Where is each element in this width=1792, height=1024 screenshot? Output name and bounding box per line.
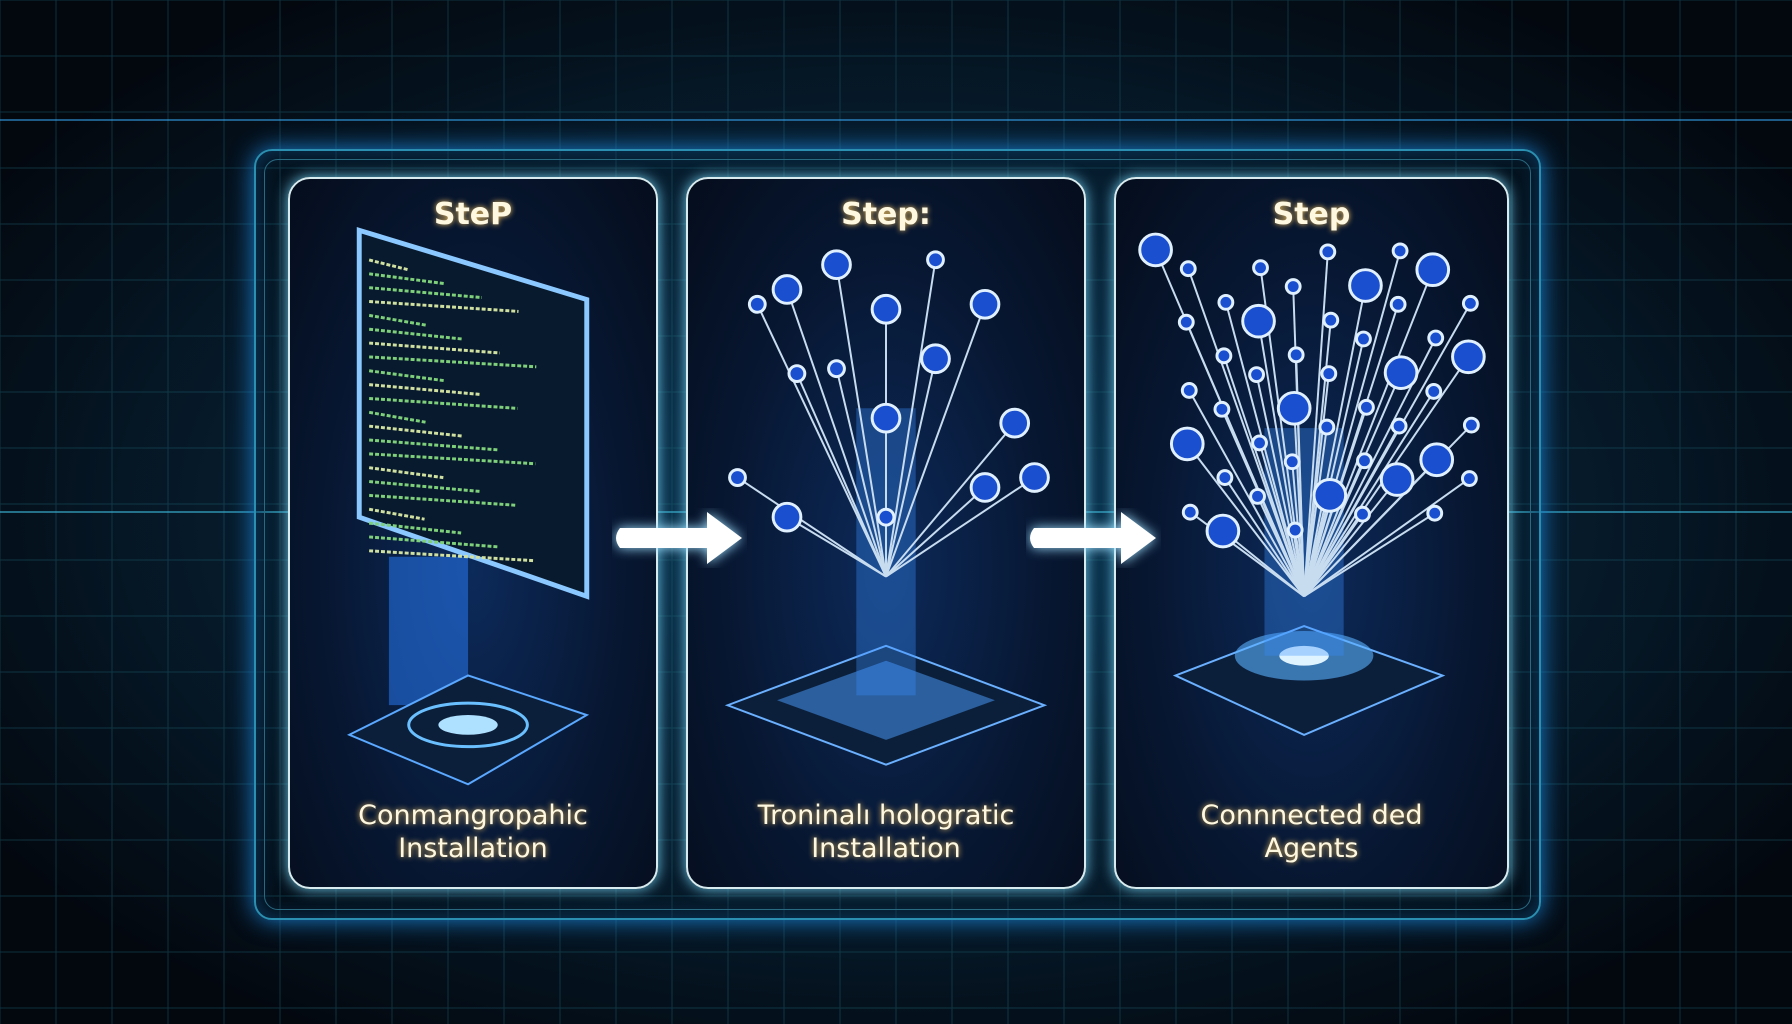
node-icon: [1312, 478, 1348, 513]
step-1-title: SteP: [433, 197, 513, 232]
node-icon: [1322, 311, 1340, 329]
node-icon: [1425, 383, 1443, 400]
node-icon: [1180, 382, 1198, 399]
node-icon: [1213, 400, 1231, 418]
node-icon: [1216, 469, 1234, 486]
node-icon: [1181, 503, 1199, 521]
arrow-right-icon: [1030, 512, 1156, 564]
node-icon: [1215, 347, 1233, 365]
step-2-title: Step:: [841, 197, 931, 232]
label-line-1: Troninalı hologratic: [757, 800, 1015, 831]
node-icon: [1138, 232, 1173, 268]
node-icon: [870, 293, 902, 325]
node-icon: [1286, 521, 1304, 539]
node-icon: [926, 250, 945, 270]
node-icon: [1383, 355, 1419, 390]
node-icon: [1427, 329, 1445, 347]
node-icon: [1283, 453, 1301, 471]
node-icon: [821, 249, 852, 281]
node-icon: [1389, 295, 1407, 313]
node-icon: [1276, 390, 1312, 426]
node-icon: [870, 402, 902, 434]
node-icon: [1249, 487, 1266, 505]
label-line-2: Installation: [811, 833, 961, 864]
node-icon: [1217, 293, 1235, 311]
node-icon: [1287, 346, 1305, 364]
node-icon: [1354, 505, 1371, 523]
node-icon: [1251, 434, 1268, 452]
label-line-1: Connnected ded: [1200, 800, 1423, 831]
node-icon: [1179, 260, 1197, 278]
agent-network-icon: [1138, 232, 1486, 737]
node-icon: [920, 343, 951, 375]
node-icon: [787, 364, 807, 384]
node-icon: [1419, 442, 1455, 478]
node-icon: [1358, 398, 1375, 416]
node-icon: [1320, 365, 1338, 383]
node-icon: [876, 507, 896, 527]
label-line-2: Agents: [1264, 833, 1359, 864]
node-icon: [1319, 243, 1337, 261]
node-icon: [1019, 462, 1050, 493]
node-icon: [1252, 259, 1269, 277]
node-icon: [1461, 294, 1479, 312]
node-icon: [1169, 426, 1205, 462]
node-icon: [1318, 418, 1336, 436]
node-icon: [1284, 278, 1302, 295]
label-line-2: Installation: [398, 833, 548, 864]
node-icon: [969, 288, 1001, 320]
node-tree-icon: [724, 249, 1050, 766]
node-icon: [827, 359, 846, 379]
node-icon: [771, 501, 803, 533]
node-icon: [1241, 303, 1276, 339]
node-icon: [1391, 242, 1409, 260]
node-icon: [1426, 504, 1444, 522]
node-icon: [1415, 252, 1451, 288]
node-icon: [1390, 417, 1408, 435]
node-icon: [1205, 513, 1241, 549]
node-icon: [1177, 313, 1195, 331]
node-icon: [747, 294, 767, 314]
arrow-right-icon: [616, 512, 742, 564]
node-icon: [1451, 339, 1486, 375]
inner-frame: [264, 159, 1531, 910]
node-icon: [1379, 462, 1415, 497]
node-icon: [728, 468, 747, 487]
step-3-title: Step: [1272, 197, 1351, 232]
label-line-1: Conmangropahic: [358, 800, 588, 831]
node-icon: [999, 407, 1031, 439]
node-icon: [1355, 330, 1372, 348]
node-icon: [771, 274, 803, 305]
terminal-monitor-icon: [346, 226, 590, 786]
node-icon: [1460, 470, 1478, 487]
node-icon: [1248, 366, 1265, 384]
node-icon: [1356, 452, 1373, 470]
outer-frame: [254, 149, 1541, 920]
node-icon: [1348, 268, 1383, 303]
node-icon: [969, 472, 1001, 503]
node-icon: [1462, 416, 1480, 434]
